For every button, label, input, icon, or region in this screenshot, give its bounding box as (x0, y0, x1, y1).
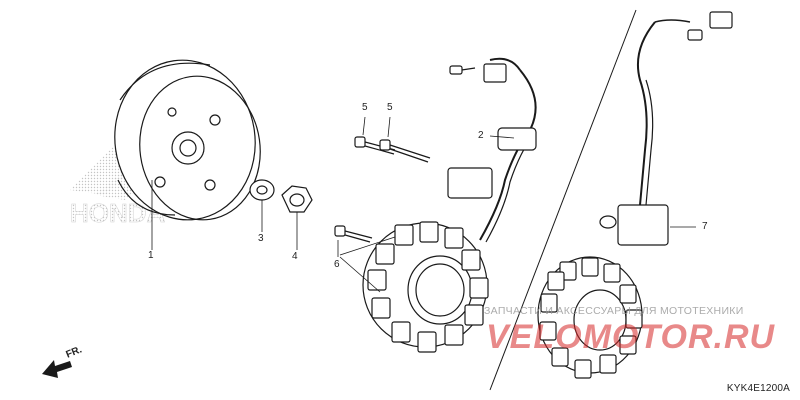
figure-code: KYK4E1200A (726, 383, 790, 394)
callout-4: 4 (292, 251, 298, 262)
flywheel-part-1 (114, 59, 261, 221)
callout-1: 1 (148, 250, 154, 261)
bolt-part-5 (354, 136, 431, 163)
callout-5-right: 5 (387, 102, 393, 113)
callout-6: 6 (334, 259, 340, 270)
leader-lines (151, 116, 696, 293)
stator-part-7 (537, 11, 733, 379)
front-direction-arrow-icon (42, 360, 72, 378)
bolt-part-6 (334, 225, 373, 243)
watermark-tagline: ЗАПЧАСТИ И АКСЕССУАРЫ ДЛЯ МОТОТЕХНИКИ (484, 305, 744, 317)
washer-part-3 (249, 179, 275, 201)
callout-3: 3 (258, 233, 264, 244)
callout-7: 7 (702, 221, 708, 232)
stator-part-2 (362, 57, 537, 353)
callout-2: 2 (478, 130, 484, 141)
group-separator-line (489, 9, 637, 391)
nut-part-4 (281, 185, 313, 213)
callout-5-left: 5 (362, 102, 368, 113)
watermark-brand: VELOMOTOR.RU (486, 318, 776, 356)
